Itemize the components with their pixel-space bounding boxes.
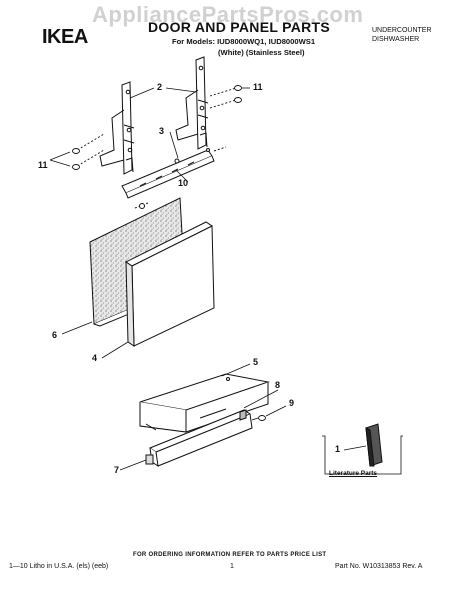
watermark: AppliancePartsPros.com: [92, 2, 364, 27]
callout-8: 8: [275, 380, 281, 390]
toe-panel-strip: [145, 409, 253, 468]
hinge-bracket-left: [99, 81, 135, 175]
callout-4: 4: [92, 353, 98, 363]
callout-11-right: 11: [253, 82, 263, 92]
screws-left: [72, 133, 105, 170]
lower-access-panel: [139, 373, 270, 433]
callout-3: 3: [159, 126, 165, 136]
ikea-logo: IKEA: [42, 26, 88, 48]
product-category: UNDERCOUNTER DISHWASHER: [372, 27, 432, 43]
literature-booklet: [365, 423, 383, 467]
callout-9: 9: [289, 398, 295, 408]
footer-page-number: 1: [230, 563, 234, 570]
toe-panel-screw: [251, 415, 266, 421]
callout-7: 7: [114, 465, 120, 475]
callout-1: 1: [335, 444, 341, 454]
callout-10: 10: [178, 178, 189, 188]
callout-5: 5: [253, 357, 259, 367]
screws-right: [209, 85, 242, 109]
footer-part-number: Part No. W10313853 Rev. A: [335, 563, 423, 570]
outer-door-panel: [125, 221, 215, 347]
literature-box-outline: [322, 435, 403, 475]
callout-11-left: 11: [38, 160, 48, 170]
model-numbers: For Models: IUD8000WQ1, IUD8000WS1: [172, 37, 316, 46]
door-vent-rail: [121, 146, 227, 209]
hinge-bracket-right: [175, 56, 209, 150]
page-title: DOOR AND PANEL PARTS: [148, 19, 331, 35]
footer-litho: 1—10 Litho in U.S.A. (els) (eeb): [9, 563, 109, 570]
callout-leaders: [49, 87, 367, 471]
literature-parts-label: Literature Parts: [329, 470, 378, 477]
model-variants: (White) (Stainless Steel): [218, 48, 305, 57]
callout-2: 2: [157, 82, 163, 92]
callout-6: 6: [52, 330, 58, 340]
ordering-note: FOR ORDERING INFORMATION REFER TO PARTS …: [133, 552, 327, 558]
